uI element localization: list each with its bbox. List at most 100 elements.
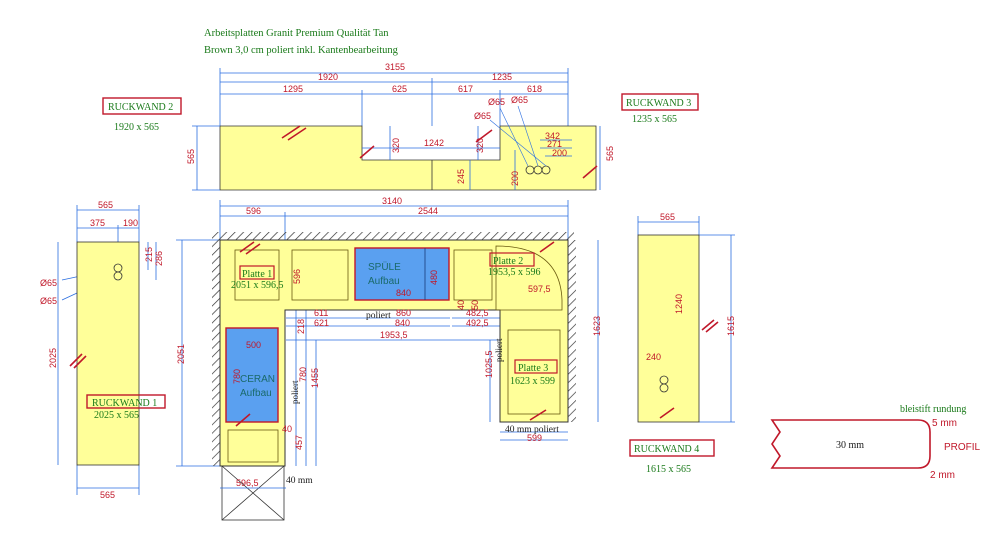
rw3-socket-icons	[525, 165, 551, 175]
rw1-bottom-width: 565	[100, 490, 115, 500]
plan-total: 3140	[382, 196, 402, 206]
plan-left-height: 2051	[176, 344, 186, 364]
sink-depth: 480	[429, 270, 439, 285]
plan-d1455: 1455	[310, 368, 320, 388]
cooktop-width: 500	[246, 340, 261, 350]
plan-d5965: 596,5	[236, 478, 259, 488]
plan-d5975: 597,5	[528, 284, 551, 294]
sink-label-1: SPÜLE	[368, 261, 401, 273]
rw4-width: 565	[660, 212, 675, 222]
rw3-size: 1235 x 565	[632, 114, 677, 125]
plan-poliert-h: poliert	[366, 311, 391, 321]
dim-top-total: 3155	[385, 62, 405, 72]
rw4-height: 1615	[726, 316, 736, 336]
rw4-socket-1-icon	[659, 375, 669, 385]
plan-d40mmp: 40 mm poliert	[505, 425, 559, 435]
wall-hatch-left	[212, 240, 220, 466]
plan-d40mm: 40 mm	[286, 476, 313, 486]
rw2-span: 1242	[424, 138, 444, 148]
plan-dim-lines	[176, 200, 599, 467]
rw3-d271: 271	[547, 139, 562, 149]
rw1-height: 2025	[48, 348, 58, 368]
dim-o65-1: Ø65	[488, 97, 505, 107]
plan-d596v: 596	[292, 269, 302, 284]
plan-poliert-v2: poliert	[494, 338, 504, 362]
cooktop-depth: 780	[232, 369, 242, 384]
rw2-size: 1920 x 565	[114, 122, 159, 133]
rw2-dim-lines	[192, 125, 601, 191]
profil-r2: 2 mm	[930, 470, 955, 481]
cabinet-outlines	[227, 245, 563, 463]
rw1-o65-2: Ø65	[40, 296, 57, 306]
plan-poliert-v: poliert	[290, 380, 300, 404]
dim-seg-b: 625	[392, 84, 407, 94]
plan-d780: 780	[298, 367, 308, 382]
platte2-size: 1953,5 x 596	[488, 267, 541, 278]
sink-cutout	[354, 247, 450, 301]
appliance-cross-2	[221, 465, 285, 521]
plan-break-marks	[235, 241, 555, 427]
rw1-socket-1-icon	[113, 263, 123, 273]
plan-d611: 611	[314, 308, 328, 318]
rw4-socket-2-icon	[659, 383, 669, 393]
rw2-d200: 200	[510, 171, 520, 186]
appliance-box	[221, 465, 285, 521]
plan-d2544: 2544	[418, 206, 438, 216]
cooktop-label-1: CERAN	[240, 374, 275, 385]
dim-o65-3: Ø65	[474, 111, 491, 121]
platte3-title-box	[514, 359, 558, 374]
rw4-break-marks	[659, 319, 719, 419]
rw1-title-box	[86, 394, 166, 409]
dim-top-left: 1920	[318, 72, 338, 82]
header-line-1: Arbeitsplatten Granit Premium Qualität T…	[204, 28, 389, 39]
plan-d840b: 840	[395, 318, 410, 328]
dim-top-right: 1235	[492, 72, 512, 82]
platte1-size: 2051 x 596,5	[231, 280, 284, 291]
plan-d50: 50	[470, 300, 480, 310]
rw2-height: 565	[186, 149, 196, 164]
rw1-size: 2025 x 565	[94, 410, 139, 421]
plan-right-height: 1623	[592, 316, 602, 336]
plan-d40a: 40	[456, 300, 466, 310]
rw1-d375: 375	[90, 218, 105, 228]
platte3-size: 1623 x 599	[510, 376, 555, 387]
rw4-panel	[637, 234, 700, 423]
rw1-d215: 215	[144, 247, 154, 262]
platte2-title-box	[489, 252, 535, 267]
plan-d1953: 1953,5	[380, 330, 408, 340]
rw3-d200: 200	[552, 148, 567, 158]
profil-label: PROFIL	[944, 442, 981, 453]
profil-thickness: 30 mm	[836, 440, 864, 451]
rw2-d245: 245	[456, 169, 466, 184]
plan-d492: 492,5	[466, 318, 489, 328]
rw2-rw3-panel	[219, 125, 597, 191]
rw3-leader-lines	[489, 105, 547, 167]
profil-r5: 5 mm	[932, 418, 957, 429]
rw2-cut-2: 320	[475, 138, 485, 153]
plan-d40b: 40	[282, 424, 292, 434]
rw3-title: RUCKWAND 3	[626, 98, 691, 109]
platte1-title: Platte 1	[242, 269, 272, 280]
rw2-break-marks	[281, 125, 598, 179]
dim-seg-c: 617	[458, 84, 473, 94]
wall-hatch-right	[568, 240, 576, 422]
plan-d218: 218	[296, 319, 306, 334]
rw1-o65-1: Ø65	[40, 278, 57, 288]
rw1-title: RUCKWAND 1	[92, 398, 157, 409]
rw4-title-box	[629, 439, 715, 457]
plan-d599: 599	[527, 433, 542, 443]
platte3-title: Platte 3	[518, 363, 548, 374]
dim-o65-2: Ø65	[511, 95, 528, 105]
header-line-2: Brown 3,0 cm poliert inkl. Kantenbearbei…	[204, 45, 399, 56]
rw1-d190: 190	[123, 218, 138, 228]
plan-d457: 457	[294, 435, 304, 450]
wall-hatch-top	[212, 232, 574, 240]
cooktop-cutout	[225, 327, 279, 423]
cooktop-label-2: Aufbau	[240, 388, 272, 399]
rw3-title-box	[621, 93, 699, 111]
plan-d621: 621	[314, 318, 329, 328]
rw2-title: RUCKWAND 2	[108, 102, 173, 113]
rw1-width: 565	[98, 200, 113, 210]
plan-d860: 860	[396, 308, 411, 318]
